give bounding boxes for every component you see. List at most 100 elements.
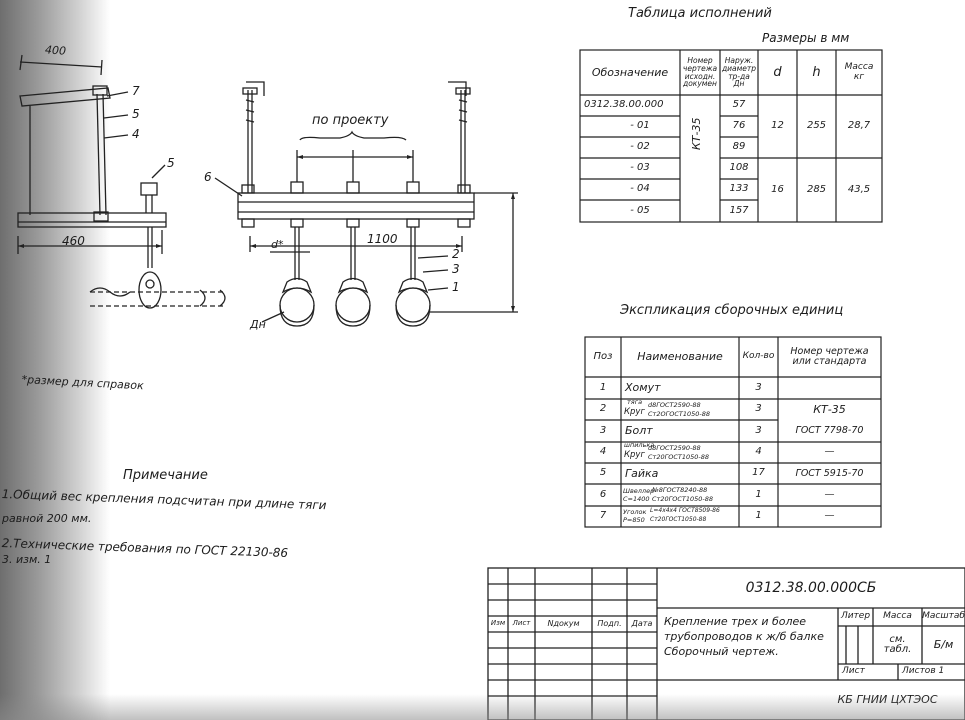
callout-3: 3: [452, 262, 460, 276]
parts-row-qty: 17: [752, 467, 765, 479]
parts-row-pos: 3: [599, 424, 607, 436]
parts-row-name-left: Круг: [624, 450, 645, 460]
col-label-ndokum: Nдокум: [547, 618, 580, 628]
col-header-pos: Поз: [593, 350, 613, 362]
parts-row-spec-b: Ст20ГОСТ1050-88: [650, 516, 707, 523]
parts-row-drawing-no: —: [824, 446, 835, 458]
parts-row-drawing-no: ГОСТ 5915-70: [795, 467, 864, 479]
parts-row-spec-b: Ст20ГОСТ1050-88: [648, 453, 710, 461]
parts-row-name-left2: С=1400: [623, 495, 650, 503]
parts-row-spec-a: d8ГОСТ2590-88: [648, 444, 701, 452]
parts-row-name-left: Швеллер: [623, 487, 655, 495]
drawing-title: Крепление трех и более трубопроводов к ж…: [664, 615, 824, 658]
dim-d-label: d*: [271, 238, 284, 251]
table-row-designation: - 02: [630, 141, 650, 153]
organization: КБ ГНИИ ЦХТЭОС: [837, 693, 938, 707]
table-cell-h-group1: 255: [806, 120, 827, 132]
table-cell-mass-group2: 43,5: [847, 183, 871, 195]
parts-row-name: Гайка: [625, 466, 659, 480]
col-header-h: h: [812, 64, 821, 80]
pipe-2: [335, 287, 371, 323]
parts-row-pos: 1: [599, 381, 607, 393]
table-cell-dn: 57: [732, 99, 746, 111]
parts-row-name-left2: Р=850: [623, 516, 645, 524]
sheet-label: Лист: [842, 666, 865, 677]
parts-row-qty: 4: [755, 446, 762, 458]
dim-line-400: [19, 61, 103, 68]
parts-row-name-top: тяга: [627, 398, 643, 406]
table-cell-mass-group1: 28,7: [847, 120, 871, 132]
dim-spacing-label: по проекту: [312, 113, 389, 128]
pipe-1: [279, 287, 315, 323]
variants-table-title: Таблица исполнений: [628, 6, 772, 21]
table-row-designation: 0312.38.00.000: [584, 99, 664, 111]
notes-line-4: 3. изм. 1: [2, 553, 52, 566]
variants-table-grid: [579, 49, 883, 223]
callout-5-bolt: 5: [167, 156, 175, 170]
col-label-list: Лист: [512, 619, 531, 628]
right-rod-left-view: [96, 93, 101, 216]
col-label-podp: Подп.: [597, 618, 622, 628]
table-row-designation: - 05: [630, 204, 650, 216]
callout-4: 4: [132, 127, 140, 141]
table-row-designation: - 01: [630, 120, 650, 132]
parts-row-spec-b: Ст20ГОСТ1050-88: [652, 495, 714, 503]
parts-row-pos: 2: [599, 403, 607, 415]
callout-7: 7: [132, 84, 140, 98]
masshtab-label: Масштаб: [922, 611, 965, 622]
variants-table-units: Размеры в мм: [762, 31, 850, 45]
notes-title: Примечание: [123, 468, 208, 483]
table-cell-ref-doc: КТ-35: [690, 117, 703, 151]
top-plate: [19, 87, 111, 107]
pipe-3: [395, 287, 431, 323]
parts-row-name-left: Уголок: [623, 508, 647, 516]
mass-value: см.табл.: [883, 633, 912, 655]
parts-row-name: Болт: [625, 424, 653, 438]
channel-beam-side: [17, 212, 167, 228]
table-row-designation: - 03: [630, 162, 650, 174]
parts-row-spec-a: d8ГОСТ2590-88: [648, 401, 701, 409]
parts-row-spec-a: L=4х4х4 ГОСТ8509-86: [650, 507, 720, 514]
sheets-label: Листов 1: [902, 666, 945, 677]
col-label-data: Дата: [631, 618, 653, 628]
callout-6: 6: [204, 170, 212, 184]
dim-400-label: 400: [44, 43, 67, 58]
col-header-qty: Кол-во: [742, 351, 775, 362]
parts-row-pos: 5: [599, 467, 607, 479]
parts-row-qty: 3: [755, 403, 762, 415]
callout-2: 2: [452, 247, 460, 261]
parts-row-name-left: Круг: [624, 407, 645, 417]
litera-label: Литер: [840, 611, 871, 622]
parts-row-name-top: шпилька: [624, 441, 655, 449]
col-header-designation: Обозначение: [591, 65, 669, 79]
channel-beam: [237, 192, 475, 220]
parts-row-pos: 7: [599, 510, 607, 522]
parts-row-spec-a: №8ГОСТ8240-88: [652, 486, 708, 494]
dim-dn-label: Дн: [250, 318, 266, 331]
parts-row-drawing-no: ГОСТ 7798-70: [795, 425, 864, 437]
parts-table-grid: [584, 336, 882, 528]
table-cell-d-group1: 12: [771, 120, 784, 132]
notes-line-2: равной 200 мм.: [2, 512, 92, 525]
callout-1: 1: [452, 280, 460, 294]
parts-row-qty: 1: [755, 510, 762, 522]
parts-cell-kt35: КТ-35: [813, 402, 846, 416]
scale-value: Б/м: [933, 638, 954, 652]
table-cell-h-group2: 285: [806, 183, 827, 195]
parts-row-qty: 3: [755, 381, 762, 393]
table-cell-dn: 133: [729, 183, 749, 195]
col-label-izm: Изм: [490, 619, 506, 628]
dim-1100-label: 1100: [367, 232, 398, 246]
table-cell-dn: 157: [729, 204, 749, 216]
parts-row-drawing-no: —: [824, 510, 835, 522]
doc-number: 0312.38.00.000СБ: [745, 579, 877, 596]
table-cell-d-group2: 16: [771, 183, 784, 195]
massa-label: Масса: [883, 611, 912, 622]
table-cell-dn: 108: [729, 162, 749, 174]
parts-row-pos: 4: [599, 446, 607, 458]
parts-row-qty: 3: [755, 424, 762, 436]
parts-row-qty: 1: [755, 488, 762, 500]
